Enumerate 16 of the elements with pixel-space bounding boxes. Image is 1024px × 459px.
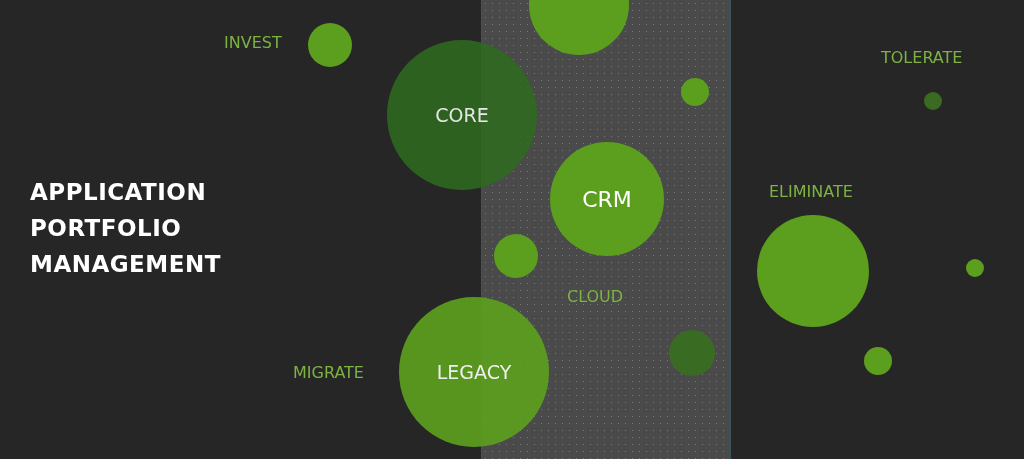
page-title: APPLICATION PORTFOLIO MANAGEMENT bbox=[30, 178, 222, 279]
quadrant-label: MIGRATE bbox=[293, 363, 364, 382]
circle-node bbox=[924, 92, 942, 110]
circle-node bbox=[308, 23, 352, 67]
quadrant-label: ELIMINATE bbox=[769, 182, 853, 201]
circle-label: LEGACY bbox=[436, 361, 512, 383]
circle-node bbox=[966, 259, 984, 277]
circle-label: CRM bbox=[582, 186, 632, 212]
quadrant-label: INVEST bbox=[224, 33, 282, 52]
circle-node bbox=[494, 234, 538, 278]
circle-node bbox=[681, 78, 709, 106]
quadrant-label: TOLERATE bbox=[881, 48, 963, 67]
band-label: CLOUD bbox=[567, 287, 624, 306]
circle-label: CORE bbox=[435, 104, 489, 126]
circle-node bbox=[669, 330, 715, 376]
circle-node bbox=[864, 347, 892, 375]
